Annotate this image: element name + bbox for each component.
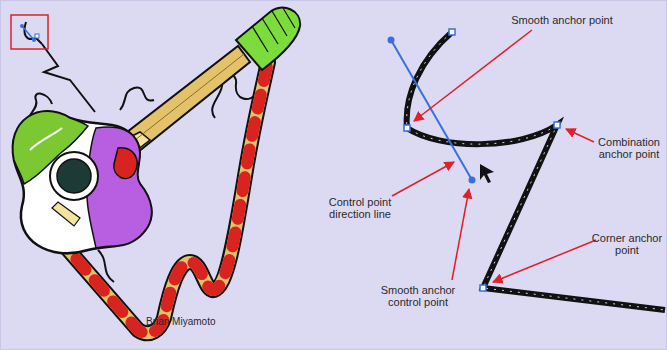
callout-label: Smooth anchor point [492,14,632,26]
anchor-point [404,29,560,291]
detail-highlight [11,15,48,49]
direction-line [391,40,472,180]
guitar-body [13,111,152,253]
callout-label: Corner anchor point [591,232,663,256]
signature: Brian Miyamoto [146,316,236,328]
callout-label: Control point direction line [318,196,402,220]
callout-label: Combination anchor point [595,136,663,160]
guitar-strap [58,62,268,333]
callout-label: Smooth anchor control point [376,284,460,308]
guitar-headstock [236,8,300,70]
path-detail [388,29,666,310]
leader-line [392,30,596,282]
cursor-arrow [480,164,494,183]
